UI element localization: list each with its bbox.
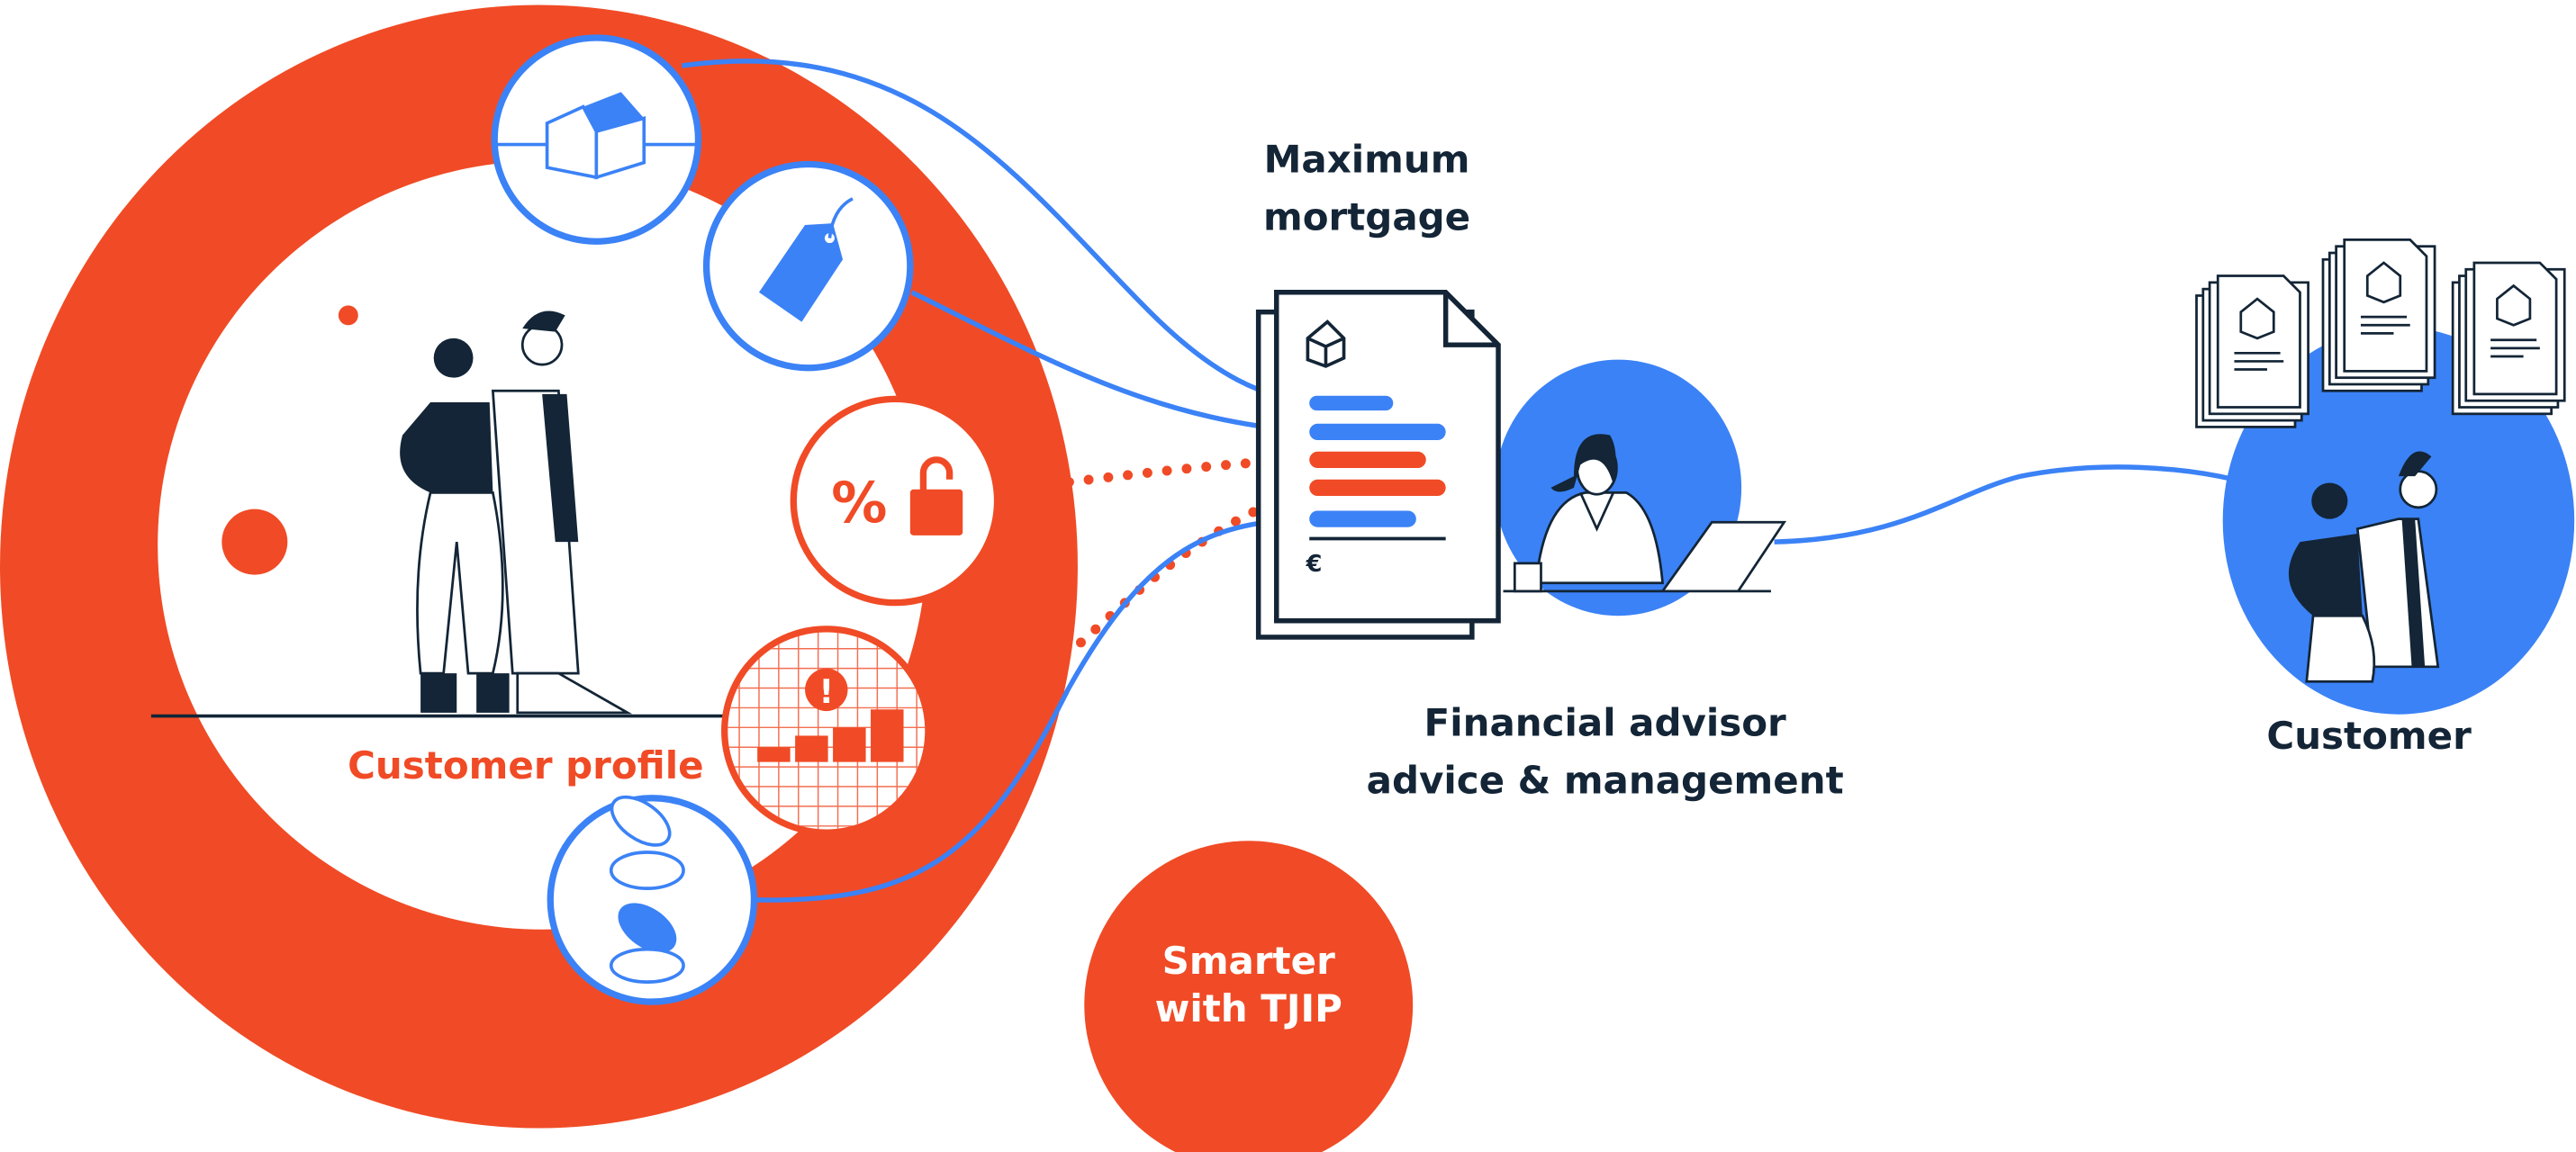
connector-house	[681, 58, 1310, 405]
connector-savings	[755, 516, 1310, 903]
connector-tag	[910, 290, 1310, 435]
house-value-icon	[491, 34, 702, 245]
interest-rate-icon: %	[790, 395, 1001, 607]
savings-coins-icon	[547, 795, 758, 1005]
customer-documents-icon	[2195, 238, 2566, 428]
tjip-label-line1: Smarter	[1162, 939, 1335, 983]
couple-illustration	[400, 310, 633, 715]
decor-dot-large	[221, 508, 288, 575]
tjip-label-line2: with TJIP	[1155, 986, 1342, 1030]
price-tag-icon	[702, 160, 914, 372]
customer-label: Customer	[2266, 714, 2472, 758]
connector-rate	[1005, 454, 1315, 495]
document-house-icon	[1306, 320, 1346, 368]
tjip-circle	[1084, 841, 1414, 1152]
alert-icon: !	[818, 672, 834, 711]
customer-couple-illustration	[2288, 451, 2440, 683]
decor-dot-small	[338, 305, 358, 326]
unlock-icon	[909, 456, 963, 536]
risk-chart-icon: !	[721, 626, 932, 836]
euro-icon: €	[1306, 551, 1323, 578]
advisor-label-line2: advice & management	[1367, 758, 1844, 802]
customer-profile-label: Customer profile	[348, 743, 703, 788]
connector-risk	[939, 482, 1315, 723]
connector-advisor-customer	[1774, 464, 2236, 544]
percent-icon: %	[831, 470, 887, 536]
max-mortgage-label-line1: Maximum	[1264, 138, 1470, 182]
advisor-label-line1: Financial advisor	[1424, 700, 1786, 744]
max-mortgage-label-line2: mortgage	[1263, 194, 1470, 238]
advisor-illustration	[1503, 434, 1787, 593]
mortgage-document: €	[1255, 290, 1501, 640]
